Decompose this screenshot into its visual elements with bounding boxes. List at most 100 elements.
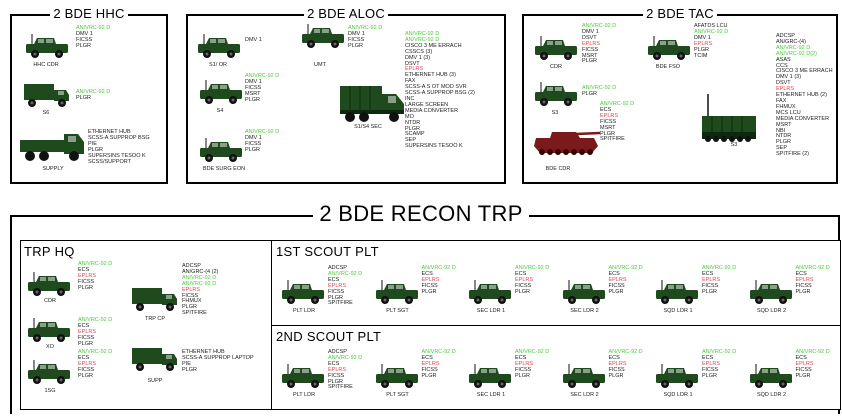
plt2-v3-label: SEC LDR 2 [561, 392, 609, 398]
trp-hq-0-label: CDR [26, 298, 74, 304]
aloc-3-vehicle-icon [198, 138, 244, 169]
equipment-item: PLGR [422, 290, 456, 296]
equipment-item: PLGR [78, 286, 112, 292]
equipment-item: PLGR [702, 290, 736, 296]
trp-hq-2-equipment-list: AN/VRC-92 DECSEPLRSFICSSPLGR [78, 318, 112, 348]
plt2-v4-vehicle-icon [654, 364, 700, 395]
aloc-0-label: S1/ OR [194, 62, 242, 68]
equipment-item: PLGR [76, 96, 110, 102]
equipment-item: PLGR [609, 374, 643, 380]
equipment-item: SCSS-A SUPPROP BSG [88, 136, 150, 142]
trp-hq-1-vehicle-icon [130, 284, 180, 319]
equipment-item: PLGR [702, 374, 736, 380]
hhc-2-vehicle-icon [18, 128, 88, 169]
equipment-item: TCIM [694, 54, 728, 60]
tac-1-label: BDE FSO [642, 64, 694, 70]
equipment-item: SPITFIRE [328, 301, 362, 307]
aloc-2-label: S4 [196, 108, 244, 114]
plt1-v5-vehicle-icon [748, 280, 794, 311]
equipment-item: SPITFIRE (2) [776, 152, 833, 158]
plt2-v2-label: SEC LDR 1 [467, 392, 515, 398]
tac-3-label: BDE CDR [528, 166, 588, 172]
plt1-v3-vehicle-icon [561, 280, 607, 311]
trp-hq-4-label: SUPP [130, 378, 180, 384]
plt2-v4-label: SQD LDR 1 [654, 392, 702, 398]
trp-hq-2-label: XO [26, 344, 74, 350]
tac-2-label: S3 [531, 110, 579, 116]
hhc-2-label: SUPPLY [18, 166, 88, 172]
plt2-v3-vehicle-icon [561, 364, 607, 395]
tac-3-vehicle-icon [532, 126, 602, 165]
trp-hq-4-vehicle-icon [130, 344, 180, 379]
trp-hq-3-vehicle-icon [26, 360, 72, 391]
plt1-v5-label: SQD LDR 2 [748, 308, 796, 314]
trp-hq-1-equipment-list: ADCSPAN/GRC-(4 (2)AN/VRC-92 DAN/VRC-92 D… [182, 264, 218, 317]
equipment-item: PLGR [245, 98, 279, 104]
plt2-v1-equipment-list: AN/VRC-92 DECSEPLRSFICSSPLGR [422, 350, 456, 380]
aloc-title: 2 BDE ALOC [304, 6, 388, 21]
plt2-v1-vehicle-icon [374, 364, 420, 395]
trp-hq-title: TRP HQ [24, 245, 75, 259]
equipment-item: SPITFIRE [328, 385, 362, 391]
tac-3-equipment-list: AN/VRC-92 DECSEPLRSFICSSMSRTPLGRSPITFIRE [600, 102, 634, 143]
equipment-item: PLGR [582, 92, 616, 98]
equipment-item: SCSS/SUPPORT [88, 160, 150, 166]
plt2-v0-vehicle-icon [280, 364, 326, 395]
plt1-v3-label: SEC LDR 2 [561, 308, 609, 314]
equipment-item: PLGR [796, 290, 830, 296]
aloc-2-vehicle-icon [198, 80, 244, 111]
plt1-v4-equipment-list: AN/VRC-92 DECSEPLRSFICSSPLGR [702, 266, 736, 296]
tac-0-vehicle-icon [533, 36, 579, 67]
trp-hq-1-label: TRP CP [130, 316, 180, 322]
plt1-v3-equipment-list: AN/VRC-92 DECSEPLRSFICSSPLGR [609, 266, 643, 296]
tac-1-vehicle-icon [646, 36, 692, 67]
aloc-0-equipment-list: DMV 1 [245, 38, 262, 44]
equipment-item: PLGR [515, 290, 549, 296]
tac-title: 2 BDE TAC [643, 6, 717, 21]
aloc-1-equipment-list: AN/VRC-92 DDMV 1FICSSPLGR [348, 26, 382, 50]
plt2-v0-label: PLT LDR [280, 392, 328, 398]
equipment-item: PLGR [515, 374, 549, 380]
hhc-1-label: S6 [20, 110, 72, 116]
hhc-1-equipment-list: AN/VRC-92 DPLGR [76, 90, 110, 102]
aloc-1-label: UMT [296, 62, 344, 68]
aloc-3-label: BDE SURG EON [194, 166, 254, 172]
aloc-0-vehicle-icon [196, 34, 242, 65]
aloc-4-vehicle-icon [338, 80, 408, 129]
plt1-v2-label: SEC LDR 1 [467, 308, 515, 314]
equipment-item: PLGR [796, 374, 830, 380]
plt1-v0-label: PLT LDR [280, 308, 328, 314]
equipment-item: SPITFIRE [182, 311, 218, 317]
plt1-v1-equipment-list: AN/VRC-92 DECSEPLRSFICSSPLGR [422, 266, 456, 296]
equipment-item: PLGR [609, 290, 643, 296]
equipment-item: PLGR [245, 148, 279, 154]
plt1-v1-label: PLT SGT [374, 308, 422, 314]
plt2-v0-equipment-list: ADCSPAN/VRC-92 DECSEPLRSFICSSPLGRSPITFIR… [328, 350, 362, 391]
equipment-item: SCSS-A SUPPROP BSG (2) [405, 91, 475, 97]
plt1-v4-label: SQD LDR 1 [654, 308, 702, 314]
equipment-item: PLGR [422, 374, 456, 380]
equipment-item: PLGR [582, 59, 616, 65]
tac-4-vehicle-icon [700, 94, 760, 149]
hhc-0-equipment-list: AN/VRC-92 DDMV 1FICSSPLGR [76, 26, 110, 50]
aloc-1-vehicle-icon [300, 24, 346, 55]
plt2-v5-vehicle-icon [748, 364, 794, 395]
plt2-v5-label: SQD LDR 2 [748, 392, 796, 398]
hhc-0-vehicle-icon [24, 34, 70, 65]
hhc-title: 2 BDE HHC [50, 6, 127, 21]
equipment-item: PLGR [182, 368, 254, 374]
trp-hq-3-equipment-list: AN/VRC-92 DECSEPLRSFICSSPLGR [78, 350, 112, 380]
plt1-v4-vehicle-icon [654, 280, 700, 311]
plt2-v4-equipment-list: AN/VRC-92 DECSEPLRSFICSSPLGR [702, 350, 736, 380]
tac-0-label: CDR [532, 64, 580, 70]
aloc-4-label: S1/S4 SEC [332, 124, 404, 130]
equipment-item: SCSS-A SUPPROP LAPTOP [182, 356, 254, 362]
equipment-item: SUPERSINS TESOO K [405, 144, 475, 150]
equipment-item: DMV 1 [245, 38, 262, 44]
